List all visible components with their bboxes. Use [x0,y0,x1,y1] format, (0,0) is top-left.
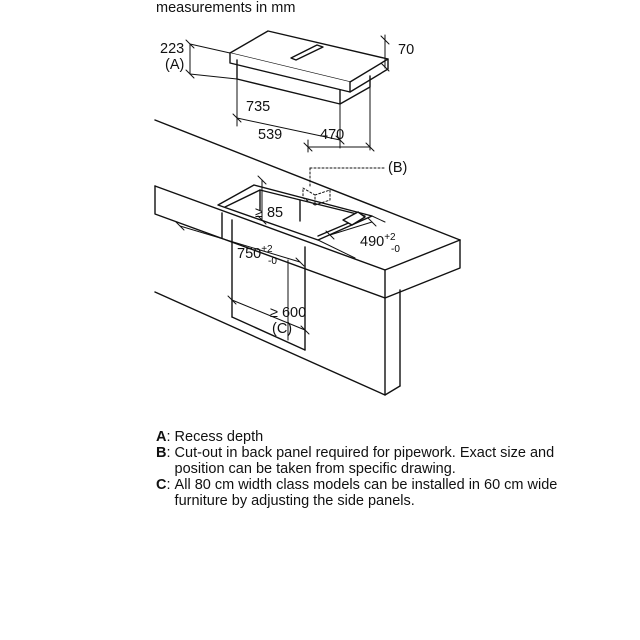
legend-text: Recess depth [174,429,264,445]
legend-item-c: C: All 80 cm width class models can be i… [156,477,596,509]
dim-735: 735 [246,99,270,115]
dim-539: 539 [258,127,282,143]
cabinet-dimension-lines [175,175,386,341]
dim-750: 750+2 [237,244,273,262]
dim-470: 470 [320,127,344,143]
legend-text: Cut-out in back panel required for pipew… [174,445,555,477]
dim-223: 223 [160,41,184,57]
dim-70: 70 [398,42,414,58]
marker-b: (B) [388,160,407,176]
dim-750-tol-minus: -0 [268,256,277,267]
dim-490-tol-plus: +2 [384,232,396,243]
pipework-cutout [302,167,386,206]
cooktop-drawing [229,30,389,105]
dim-750-value: 750 [237,246,261,262]
diagram-title: measurements in mm [156,0,296,16]
legend: A: Recess depth B: Cut-out in back panel… [156,429,596,509]
legend-key: B: [156,445,175,461]
legend-item-a: A: Recess depth [156,429,596,445]
dim-490-value: 490 [360,234,384,250]
dim-600: ≥ 600 [270,305,306,321]
marker-a: (A) [165,57,184,73]
cabinet-drawing [154,119,461,396]
dim-490-tol-minus: -0 [391,244,400,255]
cooktop-dimension-lines [185,34,390,153]
legend-key: C: [156,477,175,493]
marker-c: (C) [272,321,292,337]
legend-key: A: [156,429,175,445]
legend-item-b: B: Cut-out in back panel required for pi… [156,445,596,477]
dim-750-tol-plus: +2 [261,244,273,255]
dim-490: 490+2 [360,232,396,250]
dim-85: ≥ 85 [255,205,283,221]
legend-text: All 80 cm width class models can be inst… [174,477,558,509]
